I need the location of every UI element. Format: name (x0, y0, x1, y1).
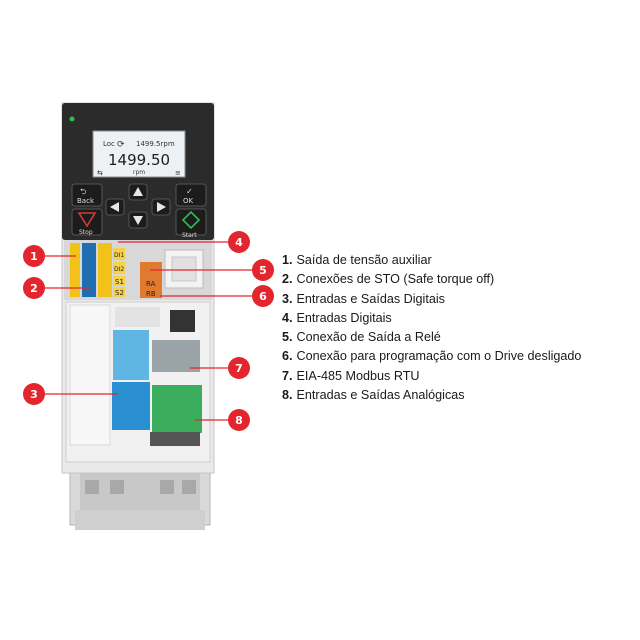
back-button[interactable]: ⮌ Back (71, 183, 103, 207)
status-led (69, 116, 75, 122)
right-arrow-icon (157, 202, 166, 212)
lcd-status: Loc (103, 140, 115, 148)
ok-label: OK (183, 197, 194, 205)
svg-text:8: 8 (235, 414, 243, 427)
label-rb: RB (146, 290, 156, 298)
legend-text: EIA-485 Modbus RTU (296, 368, 420, 383)
relay-block (140, 262, 162, 298)
legend-item: 8.Entradas e Saídas Analógicas (282, 386, 581, 405)
svg-text:3: 3 (30, 388, 38, 401)
svg-text:1: 1 (30, 250, 38, 263)
legend-text: Entradas Digitais (296, 310, 392, 325)
legend-number: 1. (282, 253, 293, 267)
label-s2: S2 (115, 289, 124, 297)
down-arrow-icon (133, 216, 143, 225)
legend-item: 3.Entradas e Saídas Digitais (282, 290, 581, 309)
label-di2: DI2 (114, 266, 124, 273)
marker-3: 3 (23, 383, 45, 405)
stop-icon (77, 212, 97, 228)
terminal-di2 (113, 262, 125, 274)
start-icon (181, 210, 201, 230)
legend-item: 4.Entradas Digitais (282, 309, 581, 328)
terminal-s2 (113, 287, 125, 297)
legend-text: Conexão para programação com o Drive des… (296, 349, 582, 364)
io-connector-blue (112, 382, 150, 430)
legend-item: 2.Conexões de STO (Safe torque off) (282, 270, 581, 289)
legend-number: 6. (282, 349, 293, 364)
lcd-display (92, 130, 186, 178)
legend-number: 3. (282, 291, 293, 306)
label-di1: DI1 (114, 252, 124, 259)
start-button[interactable]: Start (175, 208, 207, 239)
marker-4: 4 (228, 231, 250, 253)
leader-lines (44, 241, 253, 421)
lcd-speed-small: 1499.5rpm (136, 140, 175, 148)
sto-strip (82, 243, 96, 297)
marker-2: 2 (23, 277, 45, 299)
legend-text: Conexões de STO (Safe torque off) (296, 272, 495, 287)
control-panel: Loc ⟳ 1499.5rpm 1499.50 rpm ⇆ ≡ ⮌ Back ✓… (62, 103, 214, 240)
terminal-di1 (113, 248, 125, 260)
start-label: Start (182, 232, 197, 239)
legend-text: Conexão de Saída a Relé (296, 330, 441, 345)
menu-icon: ≡ (175, 169, 181, 177)
lcd-main-value: 1499.50 (108, 151, 170, 169)
legend-item: 5.Conexão de Saída a Relé (282, 328, 581, 347)
marker-5: 5 (252, 259, 274, 281)
aux-voltage-strip (70, 243, 80, 297)
legend-text: Entradas e Saídas Analógicas (296, 388, 465, 403)
legend-number: 5. (282, 330, 293, 345)
check-icon: ✓ (186, 187, 193, 196)
legend-text: Entradas e Saídas Digitais (296, 291, 445, 306)
svg-text:4: 4 (235, 236, 243, 249)
board-label-plate (115, 307, 160, 327)
marker-6: 6 (252, 285, 274, 307)
legend-item: 7.EIA-485 Modbus RTU (282, 367, 581, 386)
svg-text:5: 5 (259, 264, 267, 277)
legend-number: 4. (282, 310, 293, 325)
marker-8: 8 (228, 409, 250, 431)
svg-text:6: 6 (259, 290, 267, 303)
legend-list: 1.Saída de tensão auxiliar 2.Conexões de… (282, 251, 581, 405)
legend-number: 2. (282, 272, 293, 287)
legend-text: Saída de tensão auxiliar (296, 253, 432, 267)
back-label: Back (77, 197, 95, 205)
legend-item: 6.Conexão para programação com o Drive d… (282, 347, 581, 366)
lcd-unit: rpm (133, 169, 145, 176)
stop-button[interactable]: Stop (71, 208, 103, 236)
label-ra: RA (146, 280, 156, 288)
legend-item: 1.Saída de tensão auxiliar (282, 251, 581, 270)
label-s1: S1 (115, 278, 124, 286)
legend-number: 7. (282, 368, 293, 383)
svg-text:7: 7 (235, 362, 243, 375)
callout-markers: 1 2 3 4 5 6 7 8 (23, 231, 274, 431)
stop-label: Stop (79, 229, 93, 236)
arrow-pad (105, 183, 171, 229)
analog-connector-green (152, 385, 202, 433)
svg-text:2: 2 (30, 282, 38, 295)
terminal-s1 (113, 276, 125, 286)
io-board (65, 301, 211, 463)
upper-terminal-area: DI1 DI2 S1 S2 RA RB (64, 240, 212, 300)
marker-1: 1 (23, 245, 45, 267)
ok-button[interactable]: ✓ OK (175, 183, 207, 207)
legend-number: 8. (282, 388, 293, 403)
swap-icon: ⇆ (97, 169, 103, 177)
left-arrow-icon (110, 202, 119, 212)
marker-7: 7 (228, 357, 250, 379)
back-arrow-icon: ⮌ (80, 187, 86, 196)
refresh-icon: ⟳ (117, 140, 125, 150)
up-arrow-icon (133, 187, 143, 196)
rs485-connector (152, 340, 200, 372)
